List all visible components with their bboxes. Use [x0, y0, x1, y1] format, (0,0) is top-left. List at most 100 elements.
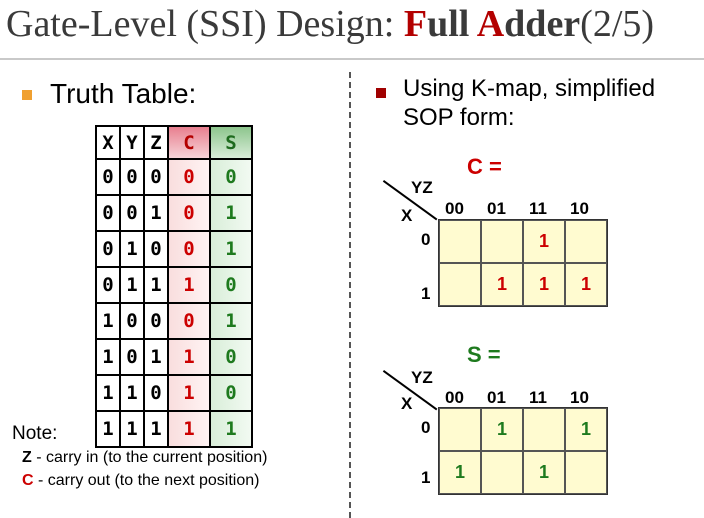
- kmap-c-cell: 1: [481, 263, 523, 306]
- cell-c: 1: [167, 266, 211, 304]
- cell-y: 0: [119, 338, 145, 376]
- kmap-s-cell: 1: [523, 451, 565, 494]
- kmap-s-col-00: 00: [445, 388, 464, 407]
- header-x: X: [95, 125, 121, 160]
- cell-s: 0: [209, 266, 253, 304]
- cell-c: 1: [167, 374, 211, 412]
- kmap-c-grid: 1 1 1 1: [438, 219, 608, 307]
- cell-s: 1: [209, 302, 253, 340]
- cell-y: 1: [119, 230, 145, 268]
- cell-s: 1: [209, 410, 253, 448]
- kmap-s-cell: [565, 451, 607, 494]
- kmap-c-cell: [481, 220, 523, 263]
- cell-y: 1: [119, 374, 145, 412]
- title-space: [469, 3, 476, 45]
- cell-c: 0: [167, 158, 211, 196]
- kmap-intro-line2: SOP form:: [403, 104, 515, 131]
- kmap-s-row-1: 1: [421, 468, 431, 487]
- cell-z: 1: [143, 338, 169, 376]
- kmap-s-cell: 1: [439, 451, 481, 494]
- title-full-rest: ull: [427, 3, 470, 45]
- kmap-c-yz-label: YZ: [411, 178, 433, 197]
- kmap-intro: Using K-map, simplified SOP form:: [403, 74, 655, 132]
- kmap-s-yz-label: YZ: [411, 368, 433, 387]
- kmap-s-x-label: X: [401, 394, 413, 413]
- kmap-c-cell: 1: [523, 220, 565, 263]
- cell-x: 0: [95, 230, 121, 268]
- title-full-initial: F: [403, 3, 428, 45]
- kmap-s-label: S =: [467, 342, 501, 367]
- cell-c: 1: [167, 410, 211, 448]
- cell-x: 0: [95, 194, 121, 232]
- bullet-square-icon: [376, 88, 386, 98]
- kmap-c-cell: 1: [565, 263, 607, 306]
- kmap-c-cell: 1: [523, 263, 565, 306]
- kmap-s-col-10: 10: [570, 388, 589, 407]
- cell-y: 1: [119, 410, 145, 448]
- kmap-c-label: C =: [467, 154, 502, 179]
- truth-table-heading: Truth Table:: [50, 78, 197, 109]
- kmap-c-col-10: 10: [570, 199, 589, 218]
- cell-y: 0: [119, 158, 145, 196]
- kmap-s-cell: [481, 451, 523, 494]
- kmap-c-col-00: 00: [445, 199, 464, 218]
- cell-x: 1: [95, 302, 121, 340]
- cell-s: 0: [209, 374, 253, 412]
- bullet-square-icon: [22, 90, 32, 100]
- title-suffix: (2/5): [580, 3, 655, 45]
- note-key-c: C: [22, 472, 34, 489]
- title-adder-rest: dder: [504, 3, 581, 45]
- kmap-s-grid: 1 1 1 1: [438, 407, 608, 495]
- cell-x: 0: [95, 158, 121, 196]
- kmap-intro-line1: Using K-map, simplified: [403, 75, 656, 102]
- cell-s: 1: [209, 194, 253, 232]
- note-heading: Note:: [12, 423, 58, 444]
- note-line-carry-out: C - carry out (to the next position): [22, 472, 259, 490]
- note-text-carry-in: - carry in (to the current position): [31, 449, 268, 466]
- cell-z: 1: [143, 266, 169, 304]
- kmap-c-cell: [439, 220, 481, 263]
- cell-z: 0: [143, 374, 169, 412]
- slide-title: Gate-Level (SSI) Design: Full Adder(2/5): [6, 2, 654, 46]
- kmap-c-cell: [565, 220, 607, 263]
- title-underline: [0, 58, 704, 60]
- cell-x: 1: [95, 410, 121, 448]
- note-line-carry-in: Z - carry in (to the current position): [22, 449, 267, 467]
- cell-z: 1: [143, 194, 169, 232]
- header-y: Y: [119, 125, 145, 160]
- truth-table-header-row: X Y Z C S: [95, 125, 253, 160]
- kmap-c-x-label: X: [401, 206, 413, 225]
- kmap-s-cell: 1: [481, 408, 523, 451]
- kmap-s-cell: [523, 408, 565, 451]
- kmap-c-row-1: 1: [421, 284, 431, 303]
- note-text-carry-out: - carry out (to the next position): [33, 472, 260, 489]
- kmap-c-cell: [439, 263, 481, 306]
- column-divider: [349, 72, 351, 518]
- cell-z: 0: [143, 158, 169, 196]
- cell-x: 0: [95, 266, 121, 304]
- cell-s: 0: [209, 158, 253, 196]
- cell-c: 0: [167, 302, 211, 340]
- cell-c: 0: [167, 230, 211, 268]
- cell-c: 1: [167, 338, 211, 376]
- kmap-s-col-01: 01: [487, 388, 506, 407]
- cell-y: 1: [119, 266, 145, 304]
- cell-x: 1: [95, 338, 121, 376]
- cell-c: 0: [167, 194, 211, 232]
- cell-z: 0: [143, 230, 169, 268]
- kmap-c-row-0: 0: [421, 230, 431, 249]
- header-s: S: [209, 125, 253, 160]
- note-key-z: Z: [22, 449, 32, 466]
- cell-s: 1: [209, 230, 253, 268]
- title-prefix: Gate-Level (SSI) Design:: [6, 3, 404, 45]
- cell-s: 0: [209, 338, 253, 376]
- kmap-s-cell: [439, 408, 481, 451]
